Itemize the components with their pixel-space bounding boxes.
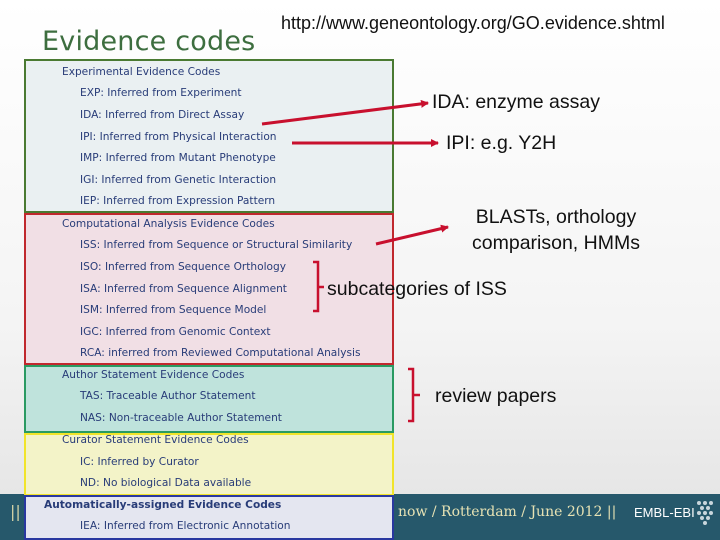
note-ida: IDA: enzyme assay <box>432 91 600 113</box>
code-nas: NAS: Non-traceable Author Statement <box>80 412 282 424</box>
section-header: Automatically-assigned Evidence Codes <box>44 499 282 511</box>
section-header: Experimental Evidence Codes <box>62 66 221 78</box>
curator-codes-section: Curator Statement Evidence Codes IC: Inf… <box>24 433 394 496</box>
code-iss: ISS: Inferred from Sequence or Structura… <box>80 239 353 251</box>
note-review: review papers <box>435 385 557 407</box>
code-rca: RCA: inferred from Reviewed Computationa… <box>80 347 361 359</box>
footer-org: EMBL-EBI <box>634 505 695 520</box>
section-header: Author Statement Evidence Codes <box>62 369 245 381</box>
computational-codes-section: Computational Analysis Evidence Codes IS… <box>24 213 394 365</box>
code-exp: EXP: Inferred from Experiment <box>80 87 242 99</box>
note-blast: BLASTs, orthology comparison, HMMs <box>448 204 664 256</box>
arrow-ida <box>261 99 429 126</box>
experimental-codes-section: Experimental Evidence Codes EXP: Inferre… <box>24 59 394 213</box>
code-igc: IGC: Inferred from Genomic Context <box>80 326 271 338</box>
code-ism: ISM: Inferred from Sequence Model <box>80 304 267 316</box>
note-blast-line2: comparison, HMMs <box>472 232 640 254</box>
code-isa: ISA: Inferred from Sequence Alignment <box>80 283 287 295</box>
note-subcategories: subcategories of ISS <box>327 278 507 300</box>
code-iso: ISO: Inferred from Sequence Orthology <box>80 261 287 273</box>
slide-title: Evidence codes <box>42 26 256 57</box>
code-ic: IC: Inferred by Curator <box>80 456 199 468</box>
automatic-codes-section: Automatically-assigned Evidence Codes IE… <box>24 495 394 540</box>
code-iep: IEP: Inferred from Expression Pattern <box>80 195 276 207</box>
code-nd: ND: No biological Data available <box>80 477 252 489</box>
bracket-author-statements <box>408 367 420 423</box>
code-ida: IDA: Inferred from Direct Assay <box>80 109 245 121</box>
code-imp: IMP: Inferred from Mutant Phenotype <box>80 152 276 164</box>
note-blast-line1: BLASTs, orthology <box>475 206 637 228</box>
code-ipi: IPI: Inferred from Physical Interaction <box>80 131 277 143</box>
author-codes-section: Author Statement Evidence Codes TAS: Tra… <box>24 365 394 433</box>
bracket-iss-subcategories <box>313 260 324 313</box>
code-igi: IGI: Inferred from Genetic Interaction <box>80 174 277 186</box>
footer-event-text: now / Rotterdam / June 2012 || <box>398 504 617 520</box>
section-header: Computational Analysis Evidence Codes <box>62 218 275 230</box>
footer-divider: || <box>10 502 21 521</box>
note-ipi: IPI: e.g. Y2H <box>446 132 557 154</box>
arrow-iss <box>375 224 449 246</box>
source-url[interactable]: http://www.geneontology.org/GO.evidence.… <box>281 13 665 33</box>
section-header: Curator Statement Evidence Codes <box>62 434 249 446</box>
code-iea: IEA: Inferred from Electronic Annotation <box>80 520 291 532</box>
code-tas: TAS: Traceable Author Statement <box>80 390 256 402</box>
embl-logo-icon <box>697 501 713 525</box>
